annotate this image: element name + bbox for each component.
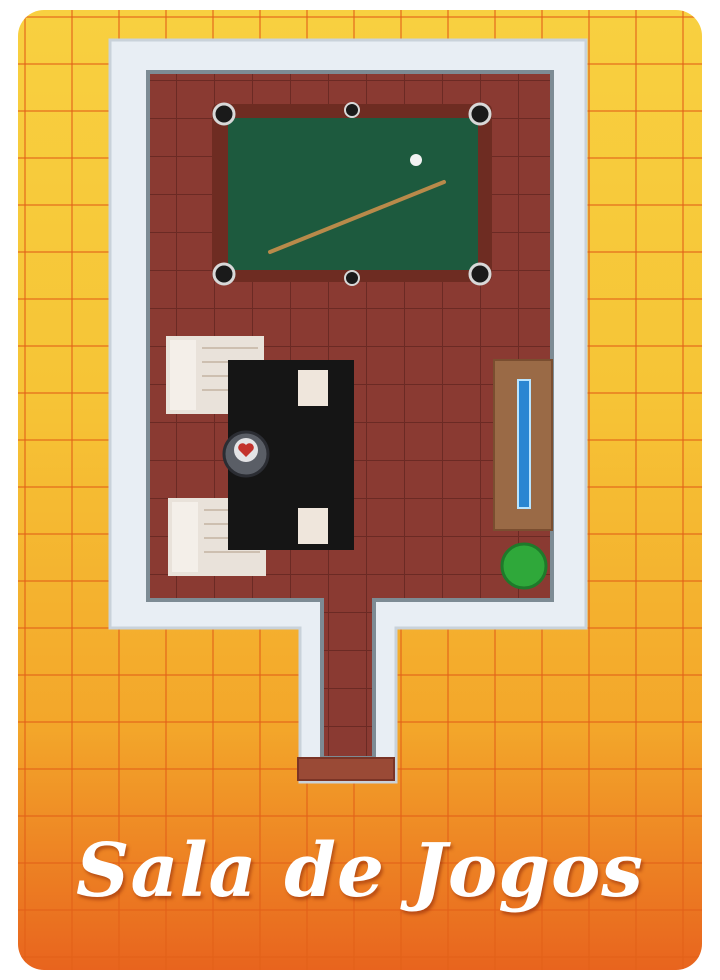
doormat — [297, 757, 395, 781]
room-floorplan — [108, 38, 588, 784]
side-stool — [298, 370, 328, 406]
pool-table — [212, 102, 492, 286]
side-stool — [298, 508, 328, 544]
ashtray — [222, 430, 270, 478]
game-card[interactable]: Sala de Jogos — [18, 10, 702, 970]
cue-ball — [410, 154, 422, 166]
cue-stick — [268, 180, 446, 254]
card-title: Sala de Jogos — [76, 828, 644, 914]
aquarium — [493, 359, 553, 531]
plant — [500, 542, 548, 590]
